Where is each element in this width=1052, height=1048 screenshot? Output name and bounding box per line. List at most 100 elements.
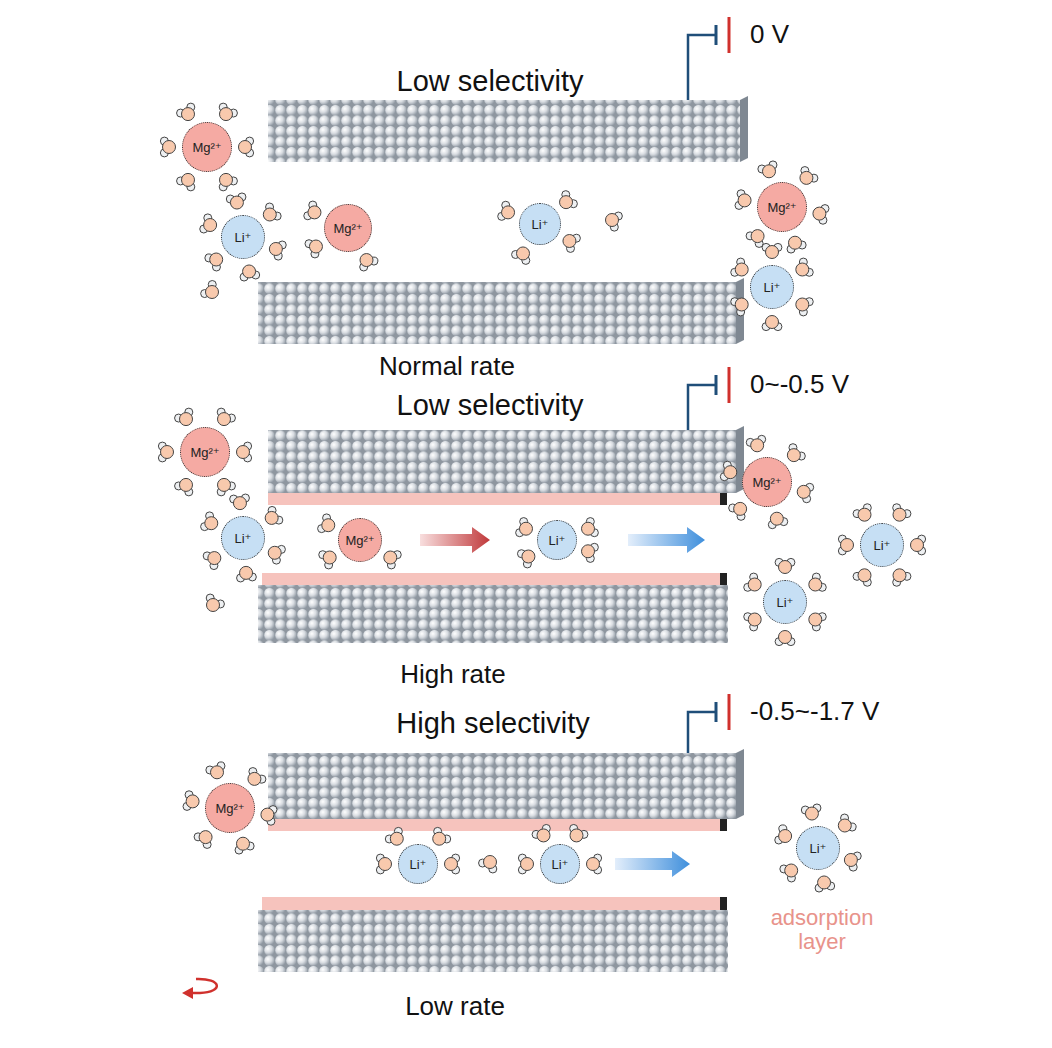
water-molecule [479,856,497,873]
water-molecule [219,103,237,120]
ion-label: Li⁺ [532,218,549,231]
panel-caption: Normal rate [317,352,577,381]
water-molecule [268,545,285,564]
water-molecule [762,316,782,331]
lithium-ion: Li⁺ [540,844,580,884]
water-molecule [758,161,777,178]
water-molecule [731,298,748,316]
water-molecule [200,214,217,233]
ion-label: Mg²⁺ [192,141,221,154]
water-molecule [746,435,765,451]
water-molecule [248,768,266,786]
water-molecule [787,444,805,462]
water-molecule [385,827,403,845]
water-molecule [230,494,250,510]
panel-caption: High selectivity [323,708,663,740]
water-molecule [729,502,747,520]
ion-label: Li⁺ [410,858,427,871]
ion-label: Mg²⁺ [190,446,219,459]
water-molecule [318,514,335,533]
ion-label: Mg²⁺ [767,201,796,214]
water-molecule [570,824,588,841]
water-molecule [809,573,826,591]
flow-arrow [628,527,705,553]
ion-label: Li⁺ [549,534,566,547]
water-layer [158,103,925,892]
lithium-ion: Li⁺ [519,203,561,245]
water-molecule [217,478,235,495]
lithium-ion: Li⁺ [221,516,265,560]
water-molecule [433,827,451,845]
water-molecule [160,137,175,157]
water-molecule [194,831,212,849]
graphene-plate [258,96,748,344]
ion-label: Li⁺ [764,281,781,294]
ion-label: Li⁺ [235,532,252,545]
water-molecule [844,852,861,871]
water-molecule [206,762,225,779]
ion-label: Li⁺ [874,539,891,552]
water-molecule [797,483,813,502]
water-molecule [517,550,534,568]
water-molecule [201,512,218,531]
water-molecule [800,167,818,185]
water-molecule [219,173,237,190]
lithium-ion: Li⁺ [398,844,438,884]
water-molecule [587,854,602,874]
voltage-label: 0~-0.5 V [750,370,849,399]
water-molecule [205,253,223,271]
flow-arrow [615,851,690,877]
water-molecule [516,518,533,537]
water-molecule [762,243,782,258]
water-molecule [384,551,401,569]
water-molecule [911,535,926,555]
water-molecule [177,173,195,190]
magnesium-ion: Mg²⁺ [338,518,382,562]
adsorption-layer [262,573,720,585]
magnesium-ion: Mg²⁺ [205,783,255,833]
water-molecule [563,234,580,252]
ion-label: Li⁺ [777,596,794,609]
water-molecule [731,258,748,276]
water-molecule [265,506,283,524]
water-molecule [206,594,224,611]
lithium-ion: Li⁺ [860,523,904,567]
water-molecule [237,442,252,462]
ion-label: Mg²⁺ [345,534,374,547]
water-molecule [498,201,515,220]
graphene-plate [258,426,744,643]
water-molecule [319,551,336,569]
water-molecule [240,265,260,281]
flow-arrow [420,527,490,553]
graphene-plate [258,749,744,972]
water-molecule [261,806,277,826]
ion-label: Mg²⁺ [333,222,362,235]
adsorption-layer [268,819,720,831]
water-molecule [801,804,821,820]
water-molecule [203,552,221,570]
water-molecule [582,543,599,562]
voltage-label: 0 V [750,20,789,49]
water-molecule [360,254,378,271]
water-molecule [780,864,798,882]
magnesium-ion: Mg²⁺ [742,457,792,507]
water-molecule [177,103,195,120]
water-molecule [305,240,322,258]
magnesium-ion: Mg²⁺ [324,204,372,252]
water-molecule [175,478,193,495]
panel-caption: High rate [323,660,583,689]
lithium-ion: Li⁺ [763,580,807,624]
water-molecule [853,504,871,521]
water-molecule [518,854,533,874]
water-molecule [809,613,826,631]
magnesium-ion: Mg²⁺ [180,427,230,477]
water-molecule [512,247,530,264]
ion-label: Mg²⁺ [215,802,244,815]
water-molecule [815,876,835,892]
adsorption-layer [268,493,720,505]
ion-label: Li⁺ [552,858,569,871]
water-molecule [237,566,257,582]
water-molecule [893,504,911,521]
lithium-ion: Li⁺ [221,215,265,259]
